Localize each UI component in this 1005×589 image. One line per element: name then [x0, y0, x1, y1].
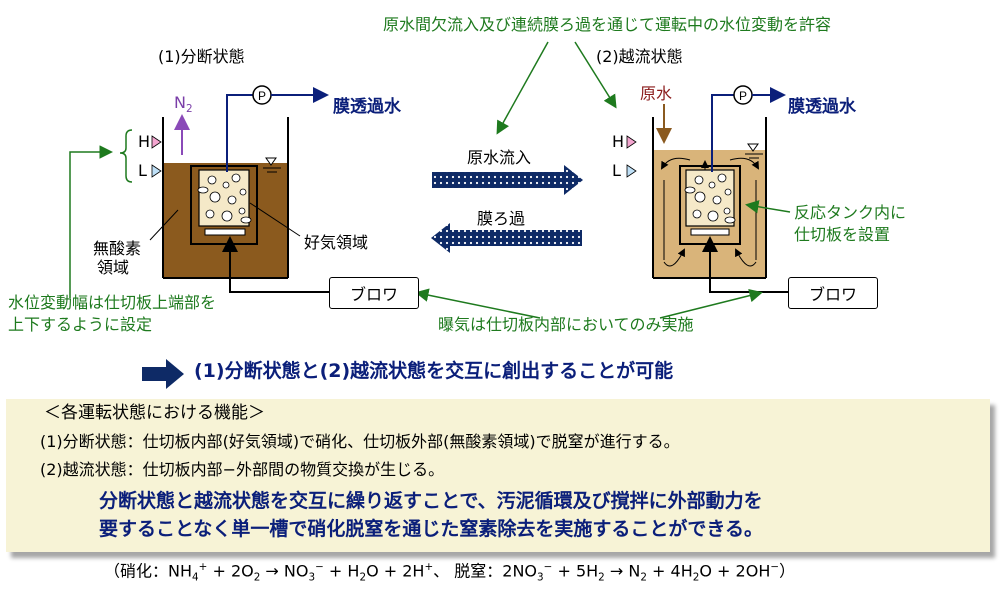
tank-2: P: [626, 85, 788, 293]
aeration-bubbles-1: [197, 173, 252, 224]
raw-water-label: 原水: [640, 84, 673, 103]
inflow-label: 原水流入: [467, 148, 532, 167]
tank-1: P: [119, 85, 330, 293]
chemical-formula: （硝化：NH4+ + 2O2 → NO3− + H2O + 2H+、 脱窒：2N…: [104, 561, 796, 584]
conclusion-line-1: 分断状態と越流状態を交互に繰り返すことで、汚泥循環及び撹拌に外部動力を: [99, 490, 763, 512]
svg-text:P: P: [258, 89, 266, 103]
aeration-bubbles-2: [684, 173, 736, 224]
summary-heading: ＜各運転状態における機能＞: [44, 403, 265, 423]
level-high-2: H: [612, 132, 625, 151]
permeate-label-1: 膜透過水: [333, 97, 401, 117]
svg-text:P: P: [739, 89, 747, 103]
filtration-label: 膜ろ過: [477, 209, 526, 228]
blower-2: ブロワ: [788, 277, 878, 309]
note-leaders: [69, 41, 791, 319]
blower-1: ブロワ: [329, 277, 419, 309]
anoxic-label-1: 無酸素: [93, 239, 142, 258]
anoxic-label-2: 領域: [97, 258, 130, 277]
level-high-1: H: [138, 132, 151, 151]
top-note: 原水間欠流入及び連続膜ろ過を通じて運転中の水位変動を許容: [383, 15, 832, 34]
water-level-note-1: 水位変動幅は仕切板上端部を: [8, 293, 217, 312]
state-2-title: (2)越流状態: [596, 47, 683, 66]
headline: (1)分断状態と(2)越流状態を交互に創出することが可能: [194, 360, 674, 382]
inflow-arrow: [432, 165, 583, 195]
partition-note-2: 仕切板を設置: [794, 225, 891, 244]
partition-note-1: 反応タンク内に: [794, 203, 907, 222]
headline-arrow-icon: [142, 359, 184, 389]
state-1-title: (1)分断状態: [158, 47, 245, 66]
conclusion-line-2: 要することなく単一槽で硝化脱窒を通じた窒素除去を実施することができる。: [99, 518, 764, 540]
aeration-note: 曝気は仕切板内部においてのみ実施: [438, 315, 694, 334]
summary-line-2: (2)越流状態：仕切板内部−外部間の物質交換が生じる。: [40, 460, 445, 479]
water-level-note-2: 上下するように設定: [8, 315, 153, 334]
permeate-label-2: 膜透過水: [788, 97, 856, 117]
aerobic-label: 好気領域: [304, 233, 369, 252]
gas-label: N2: [174, 93, 193, 116]
level-low-2: L: [612, 161, 621, 180]
summary-box: [6, 399, 990, 552]
level-low-1: L: [138, 161, 147, 180]
summary-line-1: (1)分断状態：仕切板内部(好気領域)で硝化、仕切板外部(無酸素領域)で脱窒が進…: [40, 432, 680, 451]
filtration-arrow: [431, 223, 582, 253]
